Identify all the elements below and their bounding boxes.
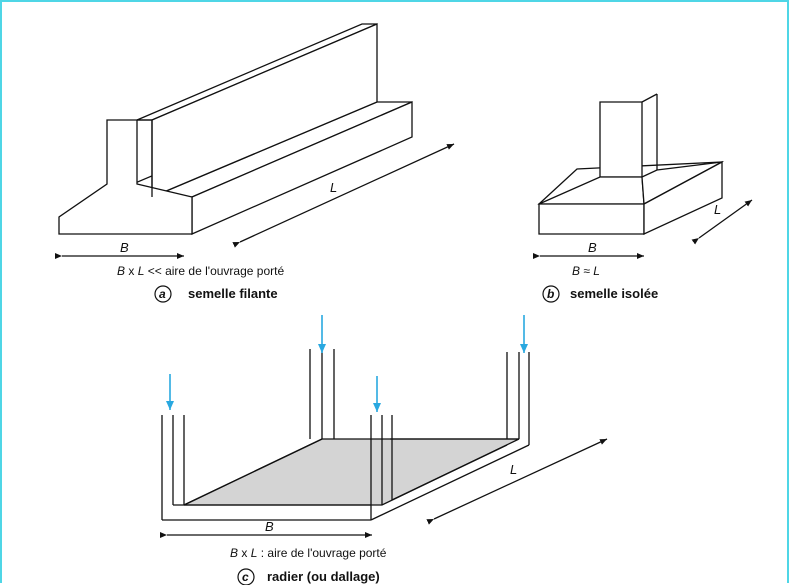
pad-dim-b-label: B [588, 240, 597, 255]
raft-dim-b: B [160, 519, 372, 538]
pad-footing-drawing [537, 93, 724, 236]
pad-relation: B ≈ L [572, 264, 600, 278]
pad-letter: b [547, 287, 554, 301]
pad-dim-l: L [691, 199, 753, 245]
raft-letter-circle [237, 568, 255, 585]
raft-dim-l-label: L [510, 462, 517, 477]
raft-caption: radier (ou dallage) [267, 569, 380, 584]
pad-dim-l-label: L [714, 202, 721, 217]
strip-dim-b: B [55, 240, 184, 259]
pad-dim-b: B [533, 240, 644, 259]
raft-dim-b-label: B [265, 519, 274, 534]
strip-caption: semelle filante [188, 286, 278, 301]
strip-letter: a [159, 287, 166, 301]
strip-footing-drawing [58, 23, 413, 235]
strip-dim-b-label: B [120, 240, 129, 255]
raft-dim-l: L [426, 438, 608, 525]
raft-letter: c [242, 570, 249, 584]
strip-relation: B x L << aire de l'ouvrage porté [117, 264, 284, 278]
pad-letter-circle [542, 285, 560, 303]
strip-letter-circle [154, 285, 172, 303]
strip-dim-l-label: L [330, 180, 337, 195]
load-arrows [166, 315, 528, 412]
raft-relation: B x L : aire de l'ouvrage porté [230, 546, 387, 560]
raft-drawing [161, 349, 530, 521]
pad-caption: semelle isolée [570, 286, 658, 301]
strip-dim-l: L [232, 143, 455, 248]
